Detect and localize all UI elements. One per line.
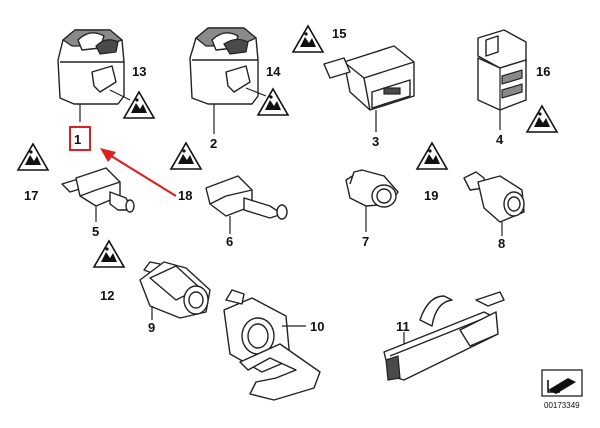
callout-15: 15: [332, 26, 346, 41]
callout-16: 16: [536, 64, 550, 79]
callout-9: 9: [148, 320, 155, 335]
pointer-arrow: [107, 153, 177, 197]
callout-7: 7: [362, 234, 369, 249]
callout-14: 14: [266, 64, 281, 79]
part-2-switch: [189, 27, 267, 134]
part-4-connector-stack: [477, 29, 527, 130]
part-1-switch: [57, 29, 131, 122]
part-7-socket: [345, 169, 399, 232]
callout-10: 10: [310, 319, 324, 334]
warning-triangle-icon: [170, 142, 202, 170]
part-8-socket: [463, 171, 525, 236]
pointer-arrow-head: [100, 148, 116, 162]
callout-17: 17: [24, 188, 38, 203]
warning-triangle-icon: [416, 142, 448, 170]
callout-4: 4: [496, 132, 504, 147]
callout-19: 19: [424, 188, 438, 203]
part-11-holder: [383, 291, 505, 381]
warning-triangle-icon: [17, 143, 49, 171]
callout-13: 13: [132, 64, 146, 79]
warning-triangle-icon: [257, 88, 289, 116]
callout-11: 11: [396, 319, 410, 334]
part-9-socket: [139, 261, 211, 320]
part-3-connector: [323, 45, 415, 132]
callout-2: 2: [210, 136, 217, 151]
callout-3: 3: [372, 134, 379, 149]
warning-triangle-icon: [93, 240, 125, 268]
warning-triangle-icon: [123, 91, 155, 119]
part-6-sensor: [205, 175, 288, 234]
callout-1-highlight: [69, 126, 91, 151]
warning-triangle-icon: [292, 25, 324, 53]
part-5-sensor: [61, 167, 135, 222]
arrow-ref-icon: [541, 369, 583, 397]
callout-12: 12: [100, 288, 114, 303]
callout-1: 1: [74, 132, 81, 147]
warning-triangle-icon: [526, 105, 558, 133]
part-10-bracket: [223, 289, 321, 401]
callout-18: 18: [178, 188, 192, 203]
drawing-number: 00173349: [544, 401, 580, 410]
callout-5: 5: [92, 224, 99, 239]
callout-6: 6: [226, 234, 233, 249]
callout-8: 8: [498, 236, 505, 251]
